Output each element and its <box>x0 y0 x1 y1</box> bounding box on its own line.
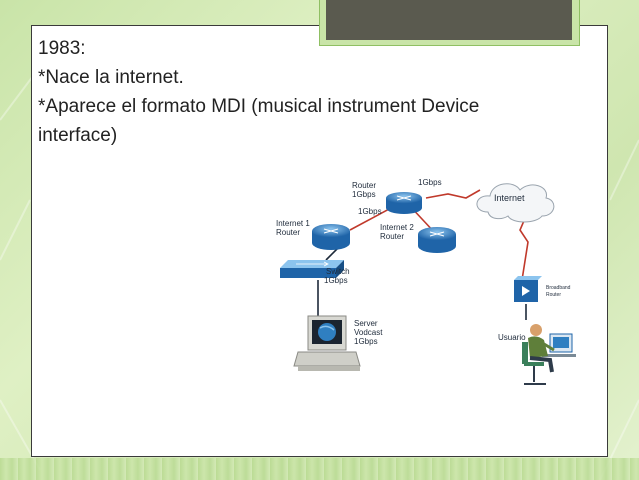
main-router-label-2: 1Gbps <box>352 190 376 199</box>
internet1-label-1: Internet 1 <box>276 219 310 228</box>
internet-cloud-icon <box>476 183 555 223</box>
text-line-year: 1983: <box>38 38 86 59</box>
broadband-router-icon <box>514 276 542 302</box>
broadband-label-1: Broadband <box>546 285 571 291</box>
switch-label-2: 1Gbps <box>324 276 348 285</box>
user-workstation-icon <box>522 324 576 385</box>
server-label-1: Server <box>354 319 378 328</box>
slide-body-text: 1983: *Nace la internet. *Aparece el for… <box>38 34 598 150</box>
link-internet-label: 1Gbps <box>418 178 442 187</box>
switch-label-1: Switch <box>326 267 350 276</box>
text-line-internet: *Nace la internet. <box>38 67 184 88</box>
bottom-decorative-band <box>0 458 639 480</box>
link-router1-label: 1Gbps <box>358 207 382 216</box>
internet1-router-icon <box>312 224 350 250</box>
main-router-label-1: Router <box>352 181 376 190</box>
main-router-icon <box>386 192 422 214</box>
internet2-router-icon <box>418 227 456 253</box>
internet2-label-1: Internet 2 <box>380 223 414 232</box>
broadband-label-2: Router <box>546 292 561 298</box>
server-label-2: Vodcast <box>354 328 383 337</box>
internet1-label-2: Router <box>276 228 300 237</box>
internet2-label-2: Router <box>380 232 404 241</box>
server-computer-icon <box>293 315 361 371</box>
switch-icon <box>280 260 344 278</box>
server-label-3: 1Gbps <box>354 337 378 346</box>
text-line-midi: *Aparece el formato MDI (musical instrum… <box>38 96 480 117</box>
user-label: Usuario <box>498 333 526 342</box>
text-line-midi-cont: interface) <box>38 125 118 146</box>
internet-cloud-label: Internet <box>494 193 525 203</box>
title-tab-dark <box>326 0 572 40</box>
network-diagram: Router 1Gbps 1Gbps 1Gbps Internet 1 Rout… <box>276 178 576 385</box>
